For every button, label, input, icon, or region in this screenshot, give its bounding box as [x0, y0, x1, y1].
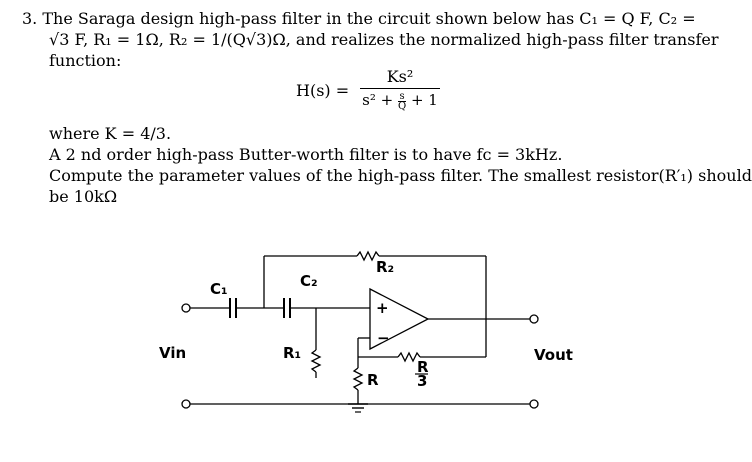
label-r-over-3-den: 3	[417, 372, 427, 390]
s-over-q: s Q	[397, 90, 407, 112]
problem-line-2: √3 F, R₁ = 1Ω, R₂ = 1/(Q√3)Ω, and realiz…	[49, 30, 719, 49]
label-r: R	[367, 371, 379, 389]
label-vout: Vout	[534, 346, 573, 364]
s-over-q-num: s	[397, 90, 407, 102]
fraction-bar	[360, 88, 440, 89]
vin-bottom-terminal	[181, 399, 191, 409]
problem-line-4: where K = 4/3.	[49, 124, 172, 143]
vin-top-terminal	[181, 303, 191, 313]
label-plus: +	[376, 299, 389, 317]
vout-bottom-terminal	[529, 399, 539, 409]
denominator-part-b: + 1	[410, 91, 438, 109]
problem-text-1: The Saraga design high-pass filter in th…	[42, 9, 696, 28]
label-vin: Vin	[159, 344, 186, 362]
equation-fraction: Ks² s² + s Q + 1	[358, 66, 442, 111]
problem-continuation: where K = 4/3. A 2 nd order high-pass Bu…	[22, 123, 752, 207]
problem-number: 3.	[22, 9, 38, 28]
denominator-part-a: s² +	[362, 91, 394, 109]
label-r-over-3-num: R	[417, 358, 429, 376]
equation-lhs: H(s) =	[296, 81, 350, 100]
label-r1: R₁	[283, 344, 301, 362]
equation-numerator: Ks²	[386, 67, 414, 86]
label-r2: R₂	[376, 258, 394, 276]
label-c1: C₁	[210, 280, 228, 298]
problem-line-1: 3. The Saraga design high-pass filter in…	[22, 8, 722, 29]
problem-line-5: A 2 nd order high-pass Butter-worth filt…	[49, 145, 563, 164]
problem-statement: 3. The Saraga design high-pass filter in…	[22, 8, 722, 71]
equation-denominator: s² + s Q + 1	[358, 89, 442, 111]
problem-line-7: be 10kΩ	[49, 187, 118, 206]
label-minus: −	[377, 329, 390, 347]
problem-line-6: Compute the parameter values of the high…	[49, 166, 752, 185]
vout-top-terminal	[529, 314, 539, 324]
transfer-function: H(s) = Ks² s² + s Q + 1	[296, 66, 496, 118]
label-c2: C₂	[300, 272, 318, 290]
problem-line-3: function:	[49, 51, 122, 70]
s-over-q-den: Q	[397, 100, 407, 112]
